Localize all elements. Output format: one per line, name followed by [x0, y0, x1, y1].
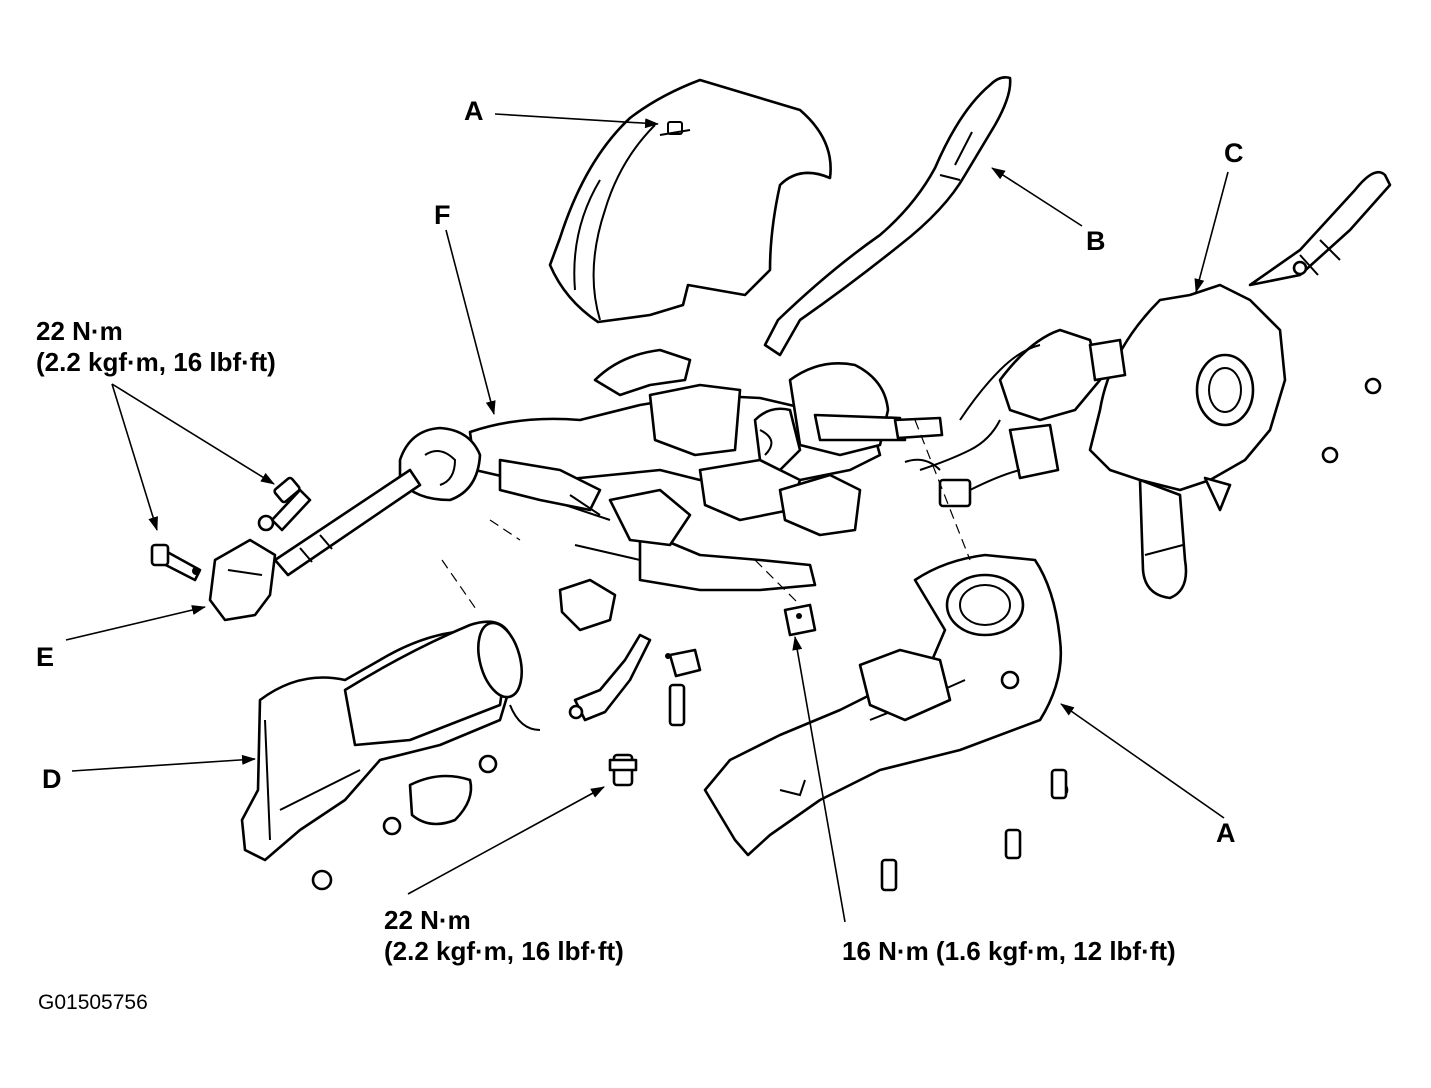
torque-spec-right: 16 N·m (1.6 kgf·m, 12 lbf·ft) [842, 936, 1176, 966]
callout-a-upper: A [464, 96, 484, 126]
center-lines [441, 419, 971, 613]
leader-lines [65, 113, 1229, 923]
combination-switch-c [904, 170, 1392, 600]
callout-b: B [1086, 226, 1106, 256]
torque-spec-bottom: 22 N·m (2.2 kgf·m, 16 lbf·ft) [384, 905, 624, 967]
yoke-joint-e [150, 476, 312, 622]
callout-a-lower: A [1216, 818, 1236, 848]
bracket-and-fasteners [558, 578, 817, 787]
upper-column-cover [548, 78, 832, 324]
torque-spec-left-conversion: (2.2 kgf·m, 16 lbf·ft) [36, 347, 276, 377]
callout-f: F [434, 200, 451, 230]
callout-c: C [1224, 138, 1244, 168]
torque-spec-bottom-value: 22 N·m [384, 905, 471, 935]
shift-lever [763, 76, 1012, 357]
callout-d: D [42, 764, 62, 794]
steering-column-body [468, 348, 944, 592]
detail-marks [192, 567, 802, 659]
torque-spec-bottom-conversion: (2.2 kgf·m, 16 lbf·ft) [384, 936, 624, 966]
figure-id: G01505756 [38, 991, 148, 1014]
callout-e: E [36, 642, 55, 672]
lower-column-cover [703, 553, 1069, 892]
intermediate-shaft [273, 426, 482, 577]
column-boot-d [240, 620, 541, 891]
torque-spec-left-value: 22 N·m [36, 316, 123, 346]
torque-spec-left: 22 N·m (2.2 kgf·m, 16 lbf·ft) [36, 316, 276, 378]
